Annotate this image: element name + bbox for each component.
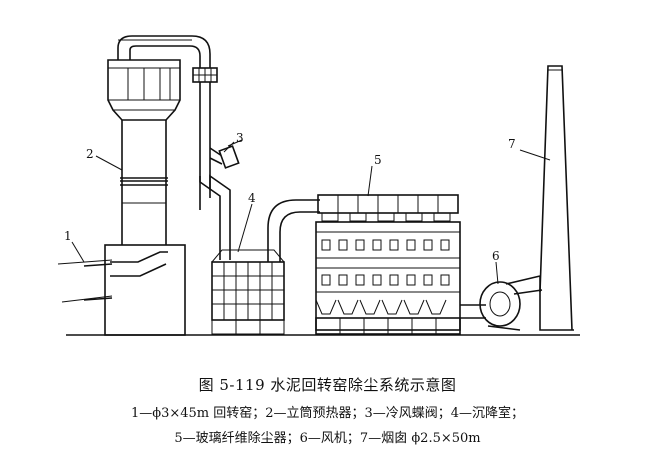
figure-title: 图 5-119 水泥回转窑除尘系统示意图	[198, 376, 457, 394]
label-1: 1	[64, 229, 72, 243]
callout-4: 4	[237, 191, 256, 253]
label-4: 4	[248, 191, 256, 205]
settling-chamber	[211, 249, 285, 335]
label-3: 3	[236, 131, 244, 145]
callout-6: 6	[492, 249, 500, 285]
label-2: 2	[86, 147, 94, 161]
bag-filter	[267, 194, 486, 335]
callout-7: 7	[508, 137, 551, 161]
chimney	[539, 65, 574, 331]
label-7: 7	[508, 137, 516, 151]
callout-5: 5	[367, 153, 382, 197]
rotary-kiln	[57, 259, 113, 303]
label-5: 5	[374, 153, 382, 167]
label-6: 6	[492, 249, 500, 263]
legend-line-2: 5—玻璃纤维除尘器；6—风机；7—烟囱 ϕ2.5×50m	[174, 431, 481, 446]
legend-line-1: 1—ϕ3×45m 回转窑；2—立筒预热器；3—冷风蝶阀；4—沉降室；	[130, 406, 525, 421]
callout-1: 1	[64, 229, 85, 263]
callout-2: 2	[86, 147, 123, 171]
fan	[479, 275, 543, 331]
callout-3: 3	[223, 131, 244, 153]
